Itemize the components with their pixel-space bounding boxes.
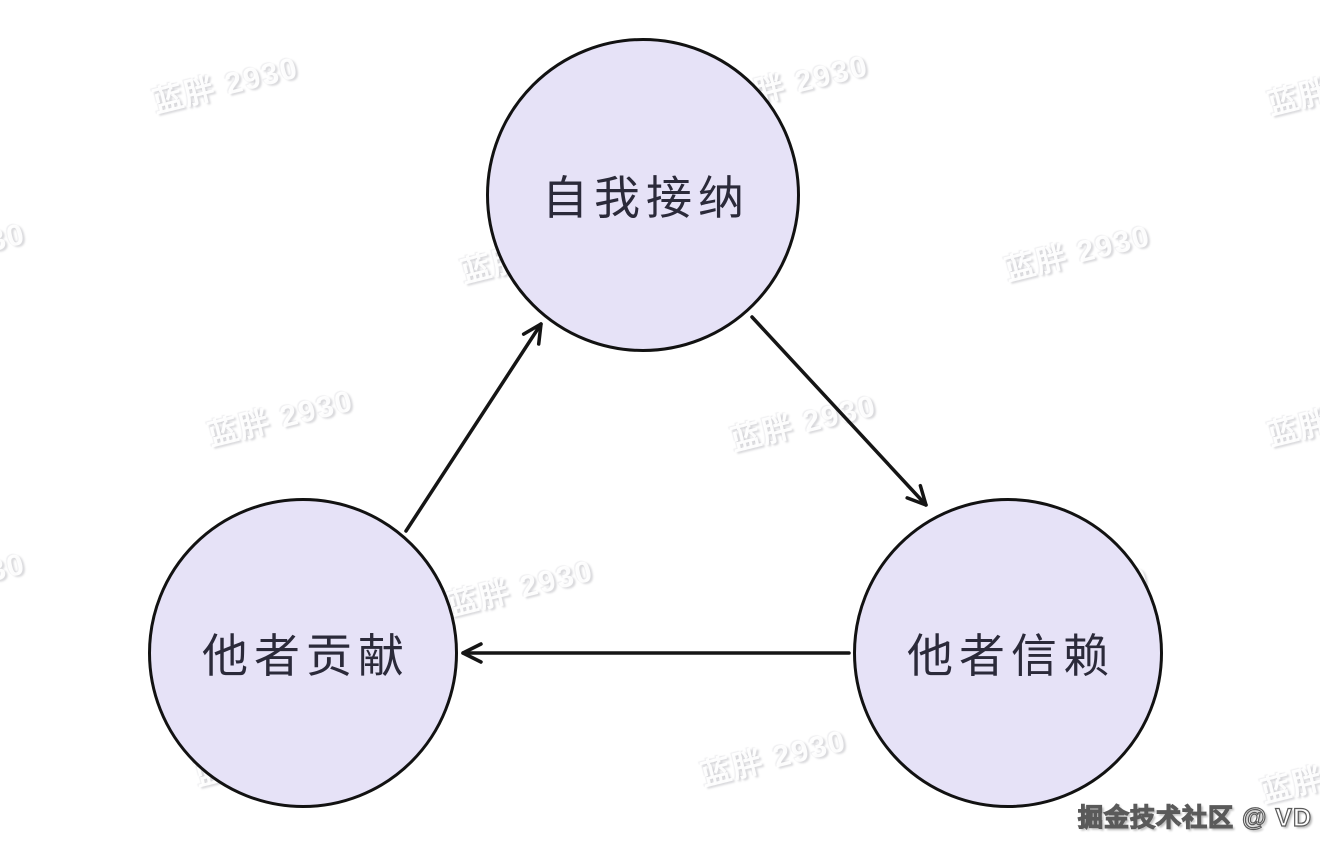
credit-text: 掘金技术社区 @ VD [1077, 803, 1312, 832]
node-trust-in-others: 他者信赖 [853, 498, 1163, 808]
node-trust-in-others-label: 他者信赖 [907, 630, 1115, 682]
node-contribution-to-others: 他者贡献 [148, 498, 458, 808]
node-self-acceptance: 自我接纳 [486, 38, 800, 352]
node-contribution-to-others-label: 他者贡献 [202, 630, 410, 682]
node-self-acceptance-label: 自我接纳 [542, 172, 750, 224]
arrow-contribution-to-self-acceptance-icon [404, 322, 543, 533]
arrow-self-acceptance-to-trust-icon [750, 315, 928, 507]
